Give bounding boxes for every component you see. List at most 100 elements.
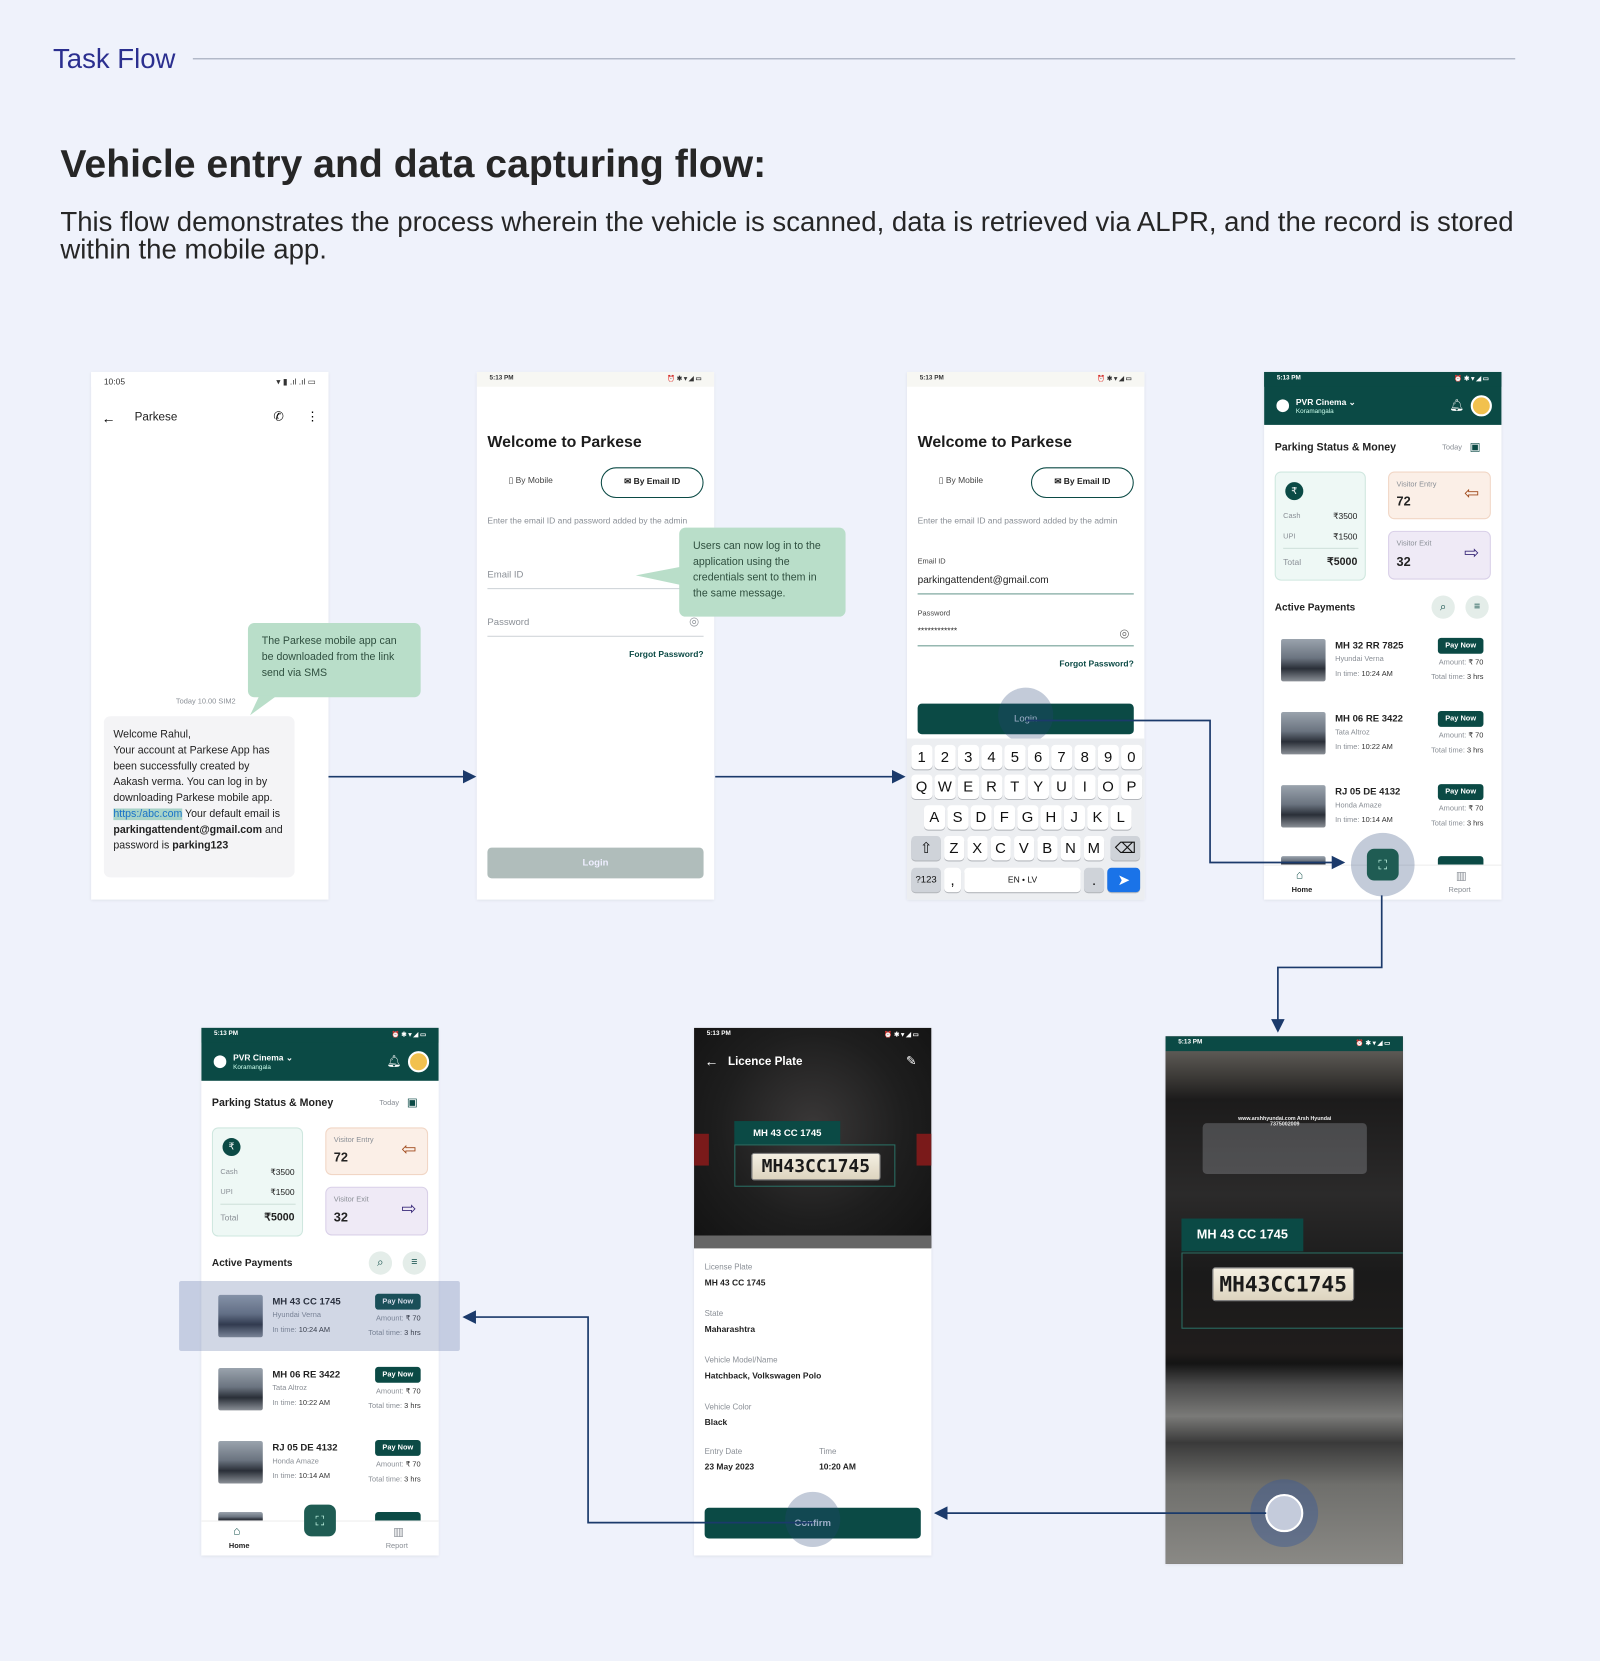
- calendar-icon[interactable]: ▣: [406, 1096, 418, 1110]
- comma-key[interactable]: ,: [944, 867, 962, 893]
- key[interactable]: G: [1017, 805, 1038, 830]
- pay-now-button[interactable]: Pay Now: [1437, 710, 1484, 727]
- key[interactable]: Q: [911, 774, 932, 799]
- payment-row[interactable]: MH 06 RE 3422 Tata Altroz In time: 10:22…: [201, 1362, 438, 1421]
- key[interactable]: S: [947, 805, 968, 830]
- download-link[interactable]: https:/abc.com: [113, 808, 183, 821]
- key[interactable]: P: [1121, 774, 1142, 799]
- email-field[interactable]: Email ID: [487, 569, 704, 590]
- date-filter[interactable]: Today: [1442, 443, 1462, 452]
- scan-button[interactable]: ⛶: [1366, 848, 1399, 881]
- nav-home[interactable]: Home: [228, 1542, 250, 1551]
- key[interactable]: U: [1051, 774, 1072, 799]
- key[interactable]: N: [1060, 836, 1081, 861]
- nav-home[interactable]: Home: [1291, 886, 1313, 895]
- avatar[interactable]: [407, 1051, 430, 1073]
- login-button-disabled[interactable]: Login: [487, 847, 704, 879]
- key[interactable]: M: [1083, 836, 1105, 861]
- pay-now-button[interactable]: Pay Now: [1437, 784, 1484, 800]
- shutter-button[interactable]: [1265, 1494, 1304, 1533]
- key[interactable]: T: [1004, 774, 1026, 799]
- key[interactable]: I: [1074, 774, 1096, 799]
- tab-by-email[interactable]: ✉ By Email ID: [600, 467, 704, 499]
- date-filter[interactable]: Today: [379, 1099, 400, 1108]
- key[interactable]: 1: [911, 744, 932, 770]
- login-button[interactable]: Login: [917, 703, 1134, 735]
- key[interactable]: W: [934, 774, 956, 799]
- key[interactable]: 5: [1004, 744, 1026, 770]
- key[interactable]: K: [1087, 805, 1108, 830]
- tab-by-email[interactable]: ✉ By Email ID: [1030, 467, 1134, 499]
- payment-row[interactable]: MH 43 CC 1745 Hyundai Verna In time: 10:…: [201, 1288, 438, 1347]
- edit-icon[interactable]: ✎: [905, 1053, 917, 1069]
- period-key[interactable]: .: [1083, 867, 1105, 893]
- key[interactable]: Y: [1027, 774, 1049, 799]
- pay-now-button[interactable]: Pay Now: [375, 1439, 421, 1456]
- key[interactable]: 4: [981, 744, 1002, 770]
- visitor-exit-card[interactable]: Visitor Exit 32 ⇨: [325, 1186, 429, 1236]
- shift-key[interactable]: ⇧: [911, 836, 941, 861]
- search-icon[interactable]: ⌕: [1431, 595, 1455, 619]
- pay-now-button[interactable]: Pay Now: [375, 1366, 421, 1383]
- tab-by-mobile[interactable]: ▯ By Mobile: [509, 476, 553, 486]
- key[interactable]: H: [1040, 805, 1062, 830]
- key[interactable]: E: [957, 774, 979, 799]
- key[interactable]: J: [1063, 805, 1085, 830]
- key[interactable]: C: [990, 836, 1011, 861]
- payment-row[interactable]: RJ 05 DE 4132 Honda Amaze In time: 10:14…: [201, 1435, 438, 1494]
- visitor-entry-card[interactable]: Visitor Entry 72 ⇦: [1388, 471, 1491, 520]
- key[interactable]: 6: [1027, 744, 1049, 770]
- filter-icon[interactable]: ≡: [402, 1251, 426, 1275]
- avatar[interactable]: [1470, 395, 1492, 417]
- password-field[interactable]: ************◎: [917, 626, 1134, 647]
- key[interactable]: Z: [943, 836, 965, 861]
- key[interactable]: L: [1110, 805, 1132, 830]
- password-field[interactable]: Password◎: [487, 615, 704, 637]
- key[interactable]: 2: [934, 744, 956, 770]
- key[interactable]: 8: [1074, 744, 1096, 770]
- key[interactable]: 0: [1121, 744, 1142, 770]
- back-icon[interactable]: ←: [101, 410, 116, 426]
- more-icon[interactable]: ⋮: [306, 409, 319, 424]
- calendar-icon[interactable]: ▣: [1469, 440, 1481, 454]
- location-selector[interactable]: PVR Cinema ⌄: [233, 1053, 293, 1063]
- tab-by-mobile[interactable]: ▯ By Mobile: [939, 476, 983, 486]
- bell-icon[interactable]: 🔔︎: [386, 1055, 402, 1069]
- pay-now-button[interactable]: Pay Now: [375, 1293, 421, 1310]
- send-key[interactable]: ➤: [1107, 867, 1141, 893]
- key[interactable]: F: [993, 805, 1015, 830]
- symbols-key[interactable]: ?123: [911, 867, 941, 893]
- key[interactable]: O: [1097, 774, 1119, 799]
- eye-icon[interactable]: ◎: [689, 615, 700, 629]
- eye-icon[interactable]: ◎: [1119, 627, 1130, 640]
- key[interactable]: X: [966, 836, 988, 861]
- phone-icon[interactable]: ✆: [273, 409, 285, 424]
- back-icon[interactable]: ←: [704, 1053, 719, 1070]
- visitor-exit-card[interactable]: Visitor Exit 32 ⇨: [1388, 530, 1491, 580]
- key[interactable]: V: [1013, 836, 1035, 861]
- forgot-password-link[interactable]: Forgot Password?: [1059, 659, 1134, 669]
- key[interactable]: R: [981, 774, 1002, 799]
- nav-report[interactable]: Report: [1448, 886, 1471, 895]
- payment-row[interactable]: RJ 05 DE 4132 Honda Amaze In time: 10:14…: [1264, 779, 1501, 838]
- location-selector[interactable]: PVR Cinema ⌄: [1296, 397, 1356, 407]
- nav-report[interactable]: Report: [385, 1542, 408, 1551]
- payment-row[interactable]: MH 06 RE 3422 Tata Altroz In time: 10:22…: [1264, 706, 1501, 765]
- scan-button[interactable]: ⛶: [304, 1504, 336, 1537]
- email-field[interactable]: parkingattendent@gmail.com: [917, 574, 1134, 595]
- space-key[interactable]: EN • LV: [964, 867, 1081, 893]
- search-icon[interactable]: ⌕: [368, 1251, 393, 1275]
- key[interactable]: D: [970, 805, 992, 830]
- bell-icon[interactable]: 🔔︎: [1449, 399, 1465, 413]
- forgot-password-link[interactable]: Forgot Password?: [629, 649, 704, 660]
- key[interactable]: 3: [957, 744, 979, 770]
- backspace-key[interactable]: ⌫: [1110, 836, 1141, 861]
- visitor-entry-card[interactable]: Visitor Entry 72 ⇦: [325, 1127, 429, 1176]
- key[interactable]: 7: [1051, 744, 1072, 770]
- payment-row[interactable]: MH 32 RR 7825 Hyundai Verna In time: 10:…: [1264, 633, 1501, 692]
- filter-icon[interactable]: ≡: [1465, 595, 1489, 619]
- key[interactable]: B: [1036, 836, 1058, 861]
- pay-now-button[interactable]: Pay Now: [1437, 637, 1484, 654]
- key[interactable]: 9: [1097, 744, 1119, 770]
- key[interactable]: A: [923, 805, 945, 830]
